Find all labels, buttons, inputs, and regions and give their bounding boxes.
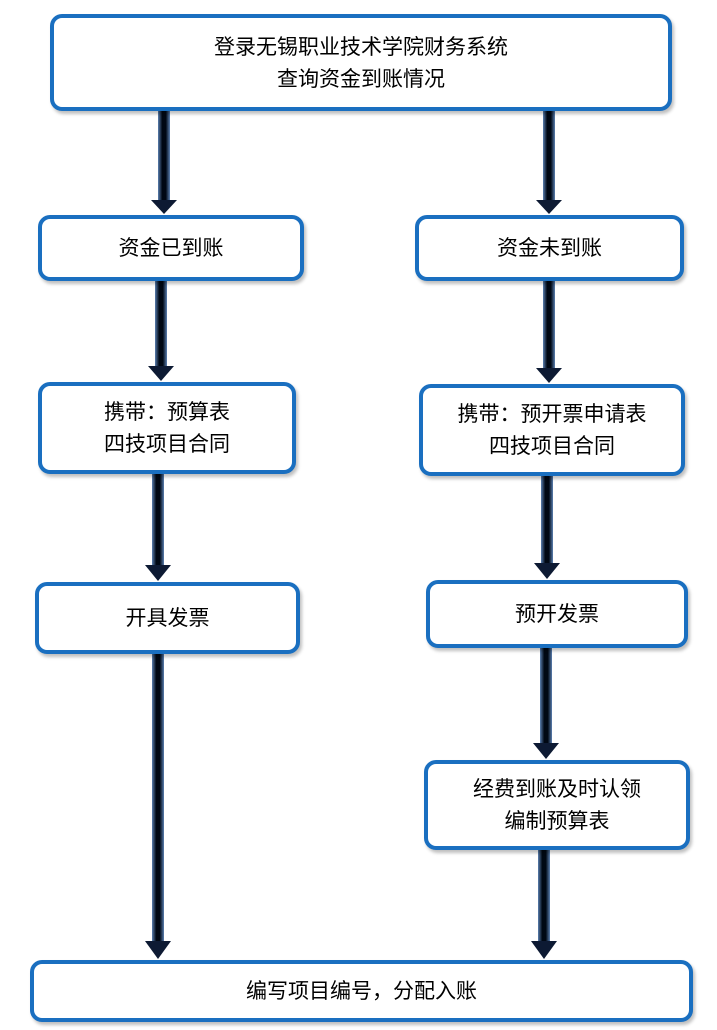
node-text-line1: 携带：预算表 [104, 400, 230, 424]
node-claim-funds-budget: 经费到账及时认领 编制预算表 [424, 760, 690, 850]
node-text-line1: 资金未到账 [497, 236, 602, 260]
arrow-right1-to-right2 [536, 281, 562, 383]
node-funds-not-received: 资金未到账 [415, 215, 684, 281]
arrow-right3-to-right4 [533, 648, 559, 759]
node-text-line1: 资金已到账 [118, 236, 224, 260]
node-pre-issue-invoice: 预开发票 [426, 580, 688, 648]
arrow-right4-to-bottom [531, 850, 557, 959]
arrow-left1-to-left2 [148, 281, 174, 381]
node-bring-budget-contract: 携带：预算表 四技项目合同 [38, 382, 296, 474]
node-text-line1: 登录无锡职业技术学院财务系统 [214, 34, 508, 59]
node-login-finance-system: 登录无锡职业技术学院财务系统 查询资金到账情况 [50, 14, 672, 111]
arrow-left2-to-left3 [145, 474, 171, 581]
arrow-top-to-left1 [151, 111, 177, 214]
node-text-line1: 携带：预开票申请表 [457, 402, 647, 426]
node-text-line1: 开具发票 [125, 606, 210, 630]
node-funds-received: 资金已到账 [38, 215, 304, 281]
node-project-number-posting: 编写项目编号，分配入账 [30, 960, 693, 1022]
arrow-top-to-right1 [536, 111, 562, 214]
arrow-left3-to-bottom [145, 654, 171, 959]
node-text-line2: 四技项目合同 [489, 434, 615, 458]
node-text-line1: 编写项目编号，分配入账 [246, 979, 477, 1003]
node-issue-invoice: 开具发票 [35, 582, 300, 654]
node-text-line2: 查询资金到账情况 [277, 66, 445, 91]
node-bring-preinvoice-contract: 携带：预开票申请表 四技项目合同 [419, 384, 685, 476]
node-text-line1: 预开发票 [515, 602, 599, 626]
node-text-line2: 编制预算表 [504, 809, 610, 833]
node-text-line1: 经费到账及时认领 [473, 777, 641, 801]
node-text-line2: 四技项目合同 [104, 432, 230, 456]
arrow-right2-to-right3 [534, 476, 560, 579]
